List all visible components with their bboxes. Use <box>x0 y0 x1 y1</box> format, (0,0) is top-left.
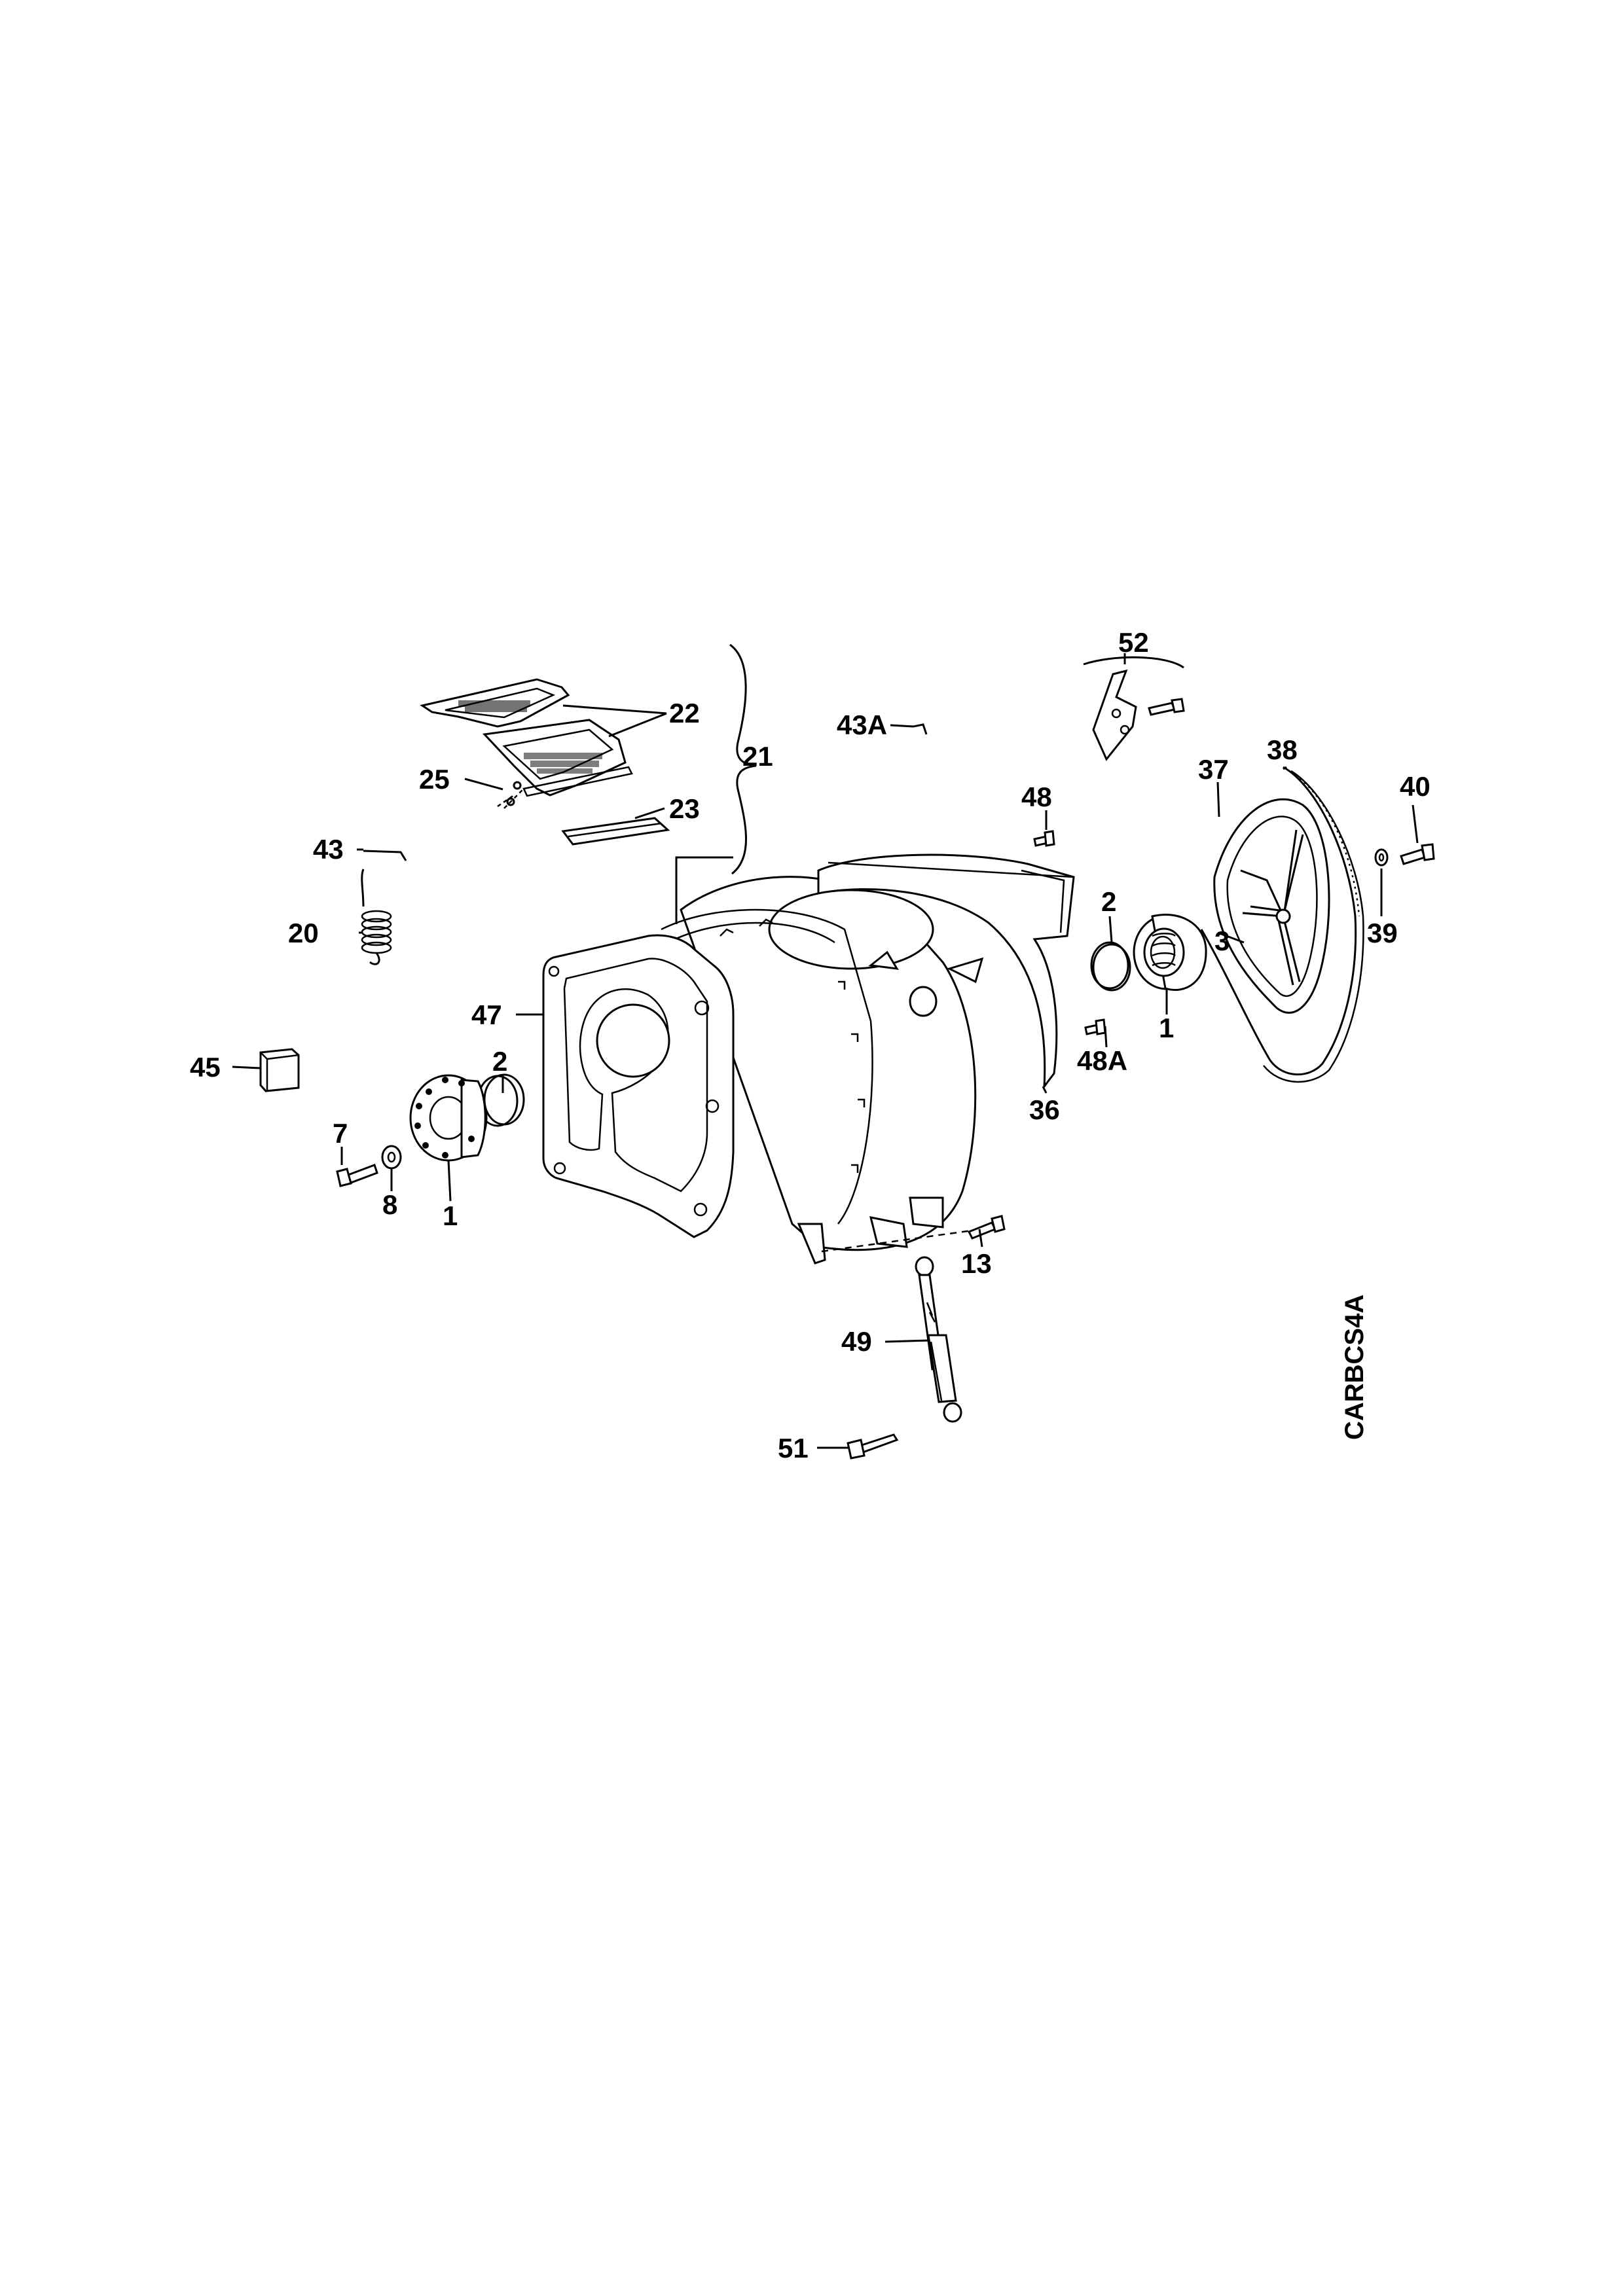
callout-49: 49 <box>841 1326 872 1357</box>
block-45 <box>259 1048 300 1092</box>
screw-48 <box>1033 830 1055 847</box>
leader-lines <box>232 653 1419 1449</box>
callout-20: 20 <box>288 918 319 948</box>
bracket-52 <box>1083 656 1185 761</box>
callout-51: 51 <box>778 1433 809 1463</box>
o-ring-left <box>483 1073 525 1126</box>
callout-13: 13 <box>961 1248 992 1279</box>
hook-43a <box>913 723 928 735</box>
screw-48a <box>1084 1018 1106 1035</box>
drawing-code: CARBCS4A <box>1340 1295 1369 1440</box>
rear-bearing-housing <box>1092 913 1207 992</box>
callout-7: 7 <box>333 1118 348 1149</box>
callout-48a: 48A <box>1077 1045 1127 1076</box>
tub-assembly <box>542 853 1075 1265</box>
pin-51 <box>847 1433 899 1460</box>
pulley-and-belt <box>1200 766 1435 1083</box>
callout-48: 48 <box>1021 781 1052 812</box>
screw-13 <box>967 1215 1006 1240</box>
callout-3: 3 <box>1214 925 1230 956</box>
callout-40: 40 <box>1400 771 1431 802</box>
callout-37: 37 <box>1198 754 1229 785</box>
callout-43: 43 <box>313 834 344 865</box>
callout-43a: 43A <box>837 709 887 740</box>
callout-45: 45 <box>190 1052 221 1083</box>
callout-25: 25 <box>419 764 450 795</box>
callout-1-front: 1 <box>443 1200 458 1231</box>
callout-2-front: 2 <box>492 1046 507 1077</box>
filter-assembly <box>420 643 757 875</box>
spring-and-hook <box>361 850 407 965</box>
callout-labels: 22 21 25 23 43 20 43A 52 48 37 38 40 2 3… <box>190 627 1431 1463</box>
shock-absorber-49 <box>915 1256 962 1423</box>
front-bearing-housing <box>336 1074 519 1187</box>
callout-36: 36 <box>1029 1094 1060 1125</box>
callout-2-rear: 2 <box>1101 886 1116 917</box>
callout-52: 52 <box>1118 627 1149 658</box>
o-ring-right <box>1090 941 1129 990</box>
callout-23: 23 <box>669 793 700 824</box>
callout-39: 39 <box>1367 918 1398 948</box>
callout-22: 22 <box>669 698 700 728</box>
callout-1-rear: 1 <box>1159 1013 1174 1043</box>
callout-8: 8 <box>382 1189 397 1220</box>
callout-21: 21 <box>742 741 773 772</box>
callout-38: 38 <box>1267 734 1298 765</box>
callout-47: 47 <box>471 999 502 1030</box>
